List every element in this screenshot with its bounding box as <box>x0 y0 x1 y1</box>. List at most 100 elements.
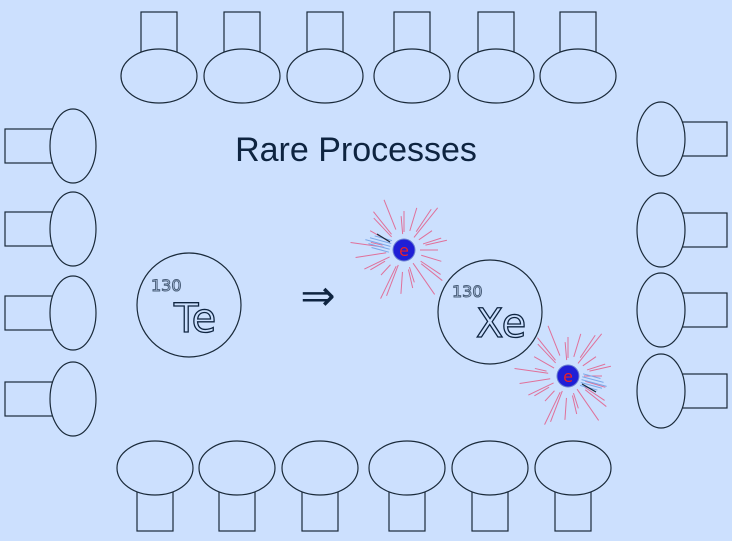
detector-bulb <box>203 48 281 104</box>
radiation-ray <box>528 382 554 396</box>
detector-bulb <box>534 440 612 496</box>
radiation-ray <box>370 241 383 246</box>
radiation-ray <box>413 207 439 238</box>
trail-streak <box>582 376 604 383</box>
radiation-ray <box>380 266 397 299</box>
detector-element <box>539 11 617 104</box>
detector-bulb <box>49 361 97 437</box>
radiation-ray <box>420 260 441 275</box>
radiation-ray <box>383 199 397 230</box>
radiation-ray <box>550 390 563 422</box>
detector-element <box>451 440 529 532</box>
electron-upper-dot <box>392 238 416 262</box>
radiation-ray <box>373 217 392 238</box>
daughter-nucleus-circle <box>437 259 543 365</box>
radiation-ray <box>544 392 561 425</box>
radiation-ray <box>579 334 596 358</box>
detector-element <box>116 440 194 532</box>
detector-bulb <box>373 48 451 104</box>
detector-element <box>534 440 612 532</box>
detector-element <box>636 192 728 268</box>
radiation-ray <box>571 395 578 415</box>
radiation-ray <box>415 208 432 232</box>
detector-element <box>4 108 97 184</box>
detector-element <box>457 11 535 104</box>
detector-bulb <box>539 48 617 104</box>
detector-bulb <box>49 191 97 267</box>
detector-element <box>203 11 281 104</box>
detector-bulb <box>281 440 359 496</box>
detector-bulb <box>120 48 198 104</box>
detector-element <box>4 275 97 351</box>
trail-streak <box>368 243 390 250</box>
radiation-ray <box>380 264 391 276</box>
radiation-ray <box>584 389 607 407</box>
detector-element <box>286 11 364 104</box>
radiation-ray <box>584 386 605 401</box>
parent-nucleus-circle <box>136 252 242 358</box>
trail-streak <box>369 237 392 244</box>
electron-lower-direction <box>581 383 597 393</box>
trail-streak <box>580 382 603 389</box>
parent-nucleus: 130 Te <box>136 252 242 358</box>
electron-lower-label: e <box>563 367 573 386</box>
radiation-ray <box>408 266 415 283</box>
trail-streak <box>371 247 390 253</box>
electron-lower-dot <box>556 364 580 388</box>
radiation-ray <box>537 343 556 364</box>
radiation-ray <box>534 367 547 372</box>
detector-bulb <box>116 440 194 496</box>
radiation-ray <box>386 264 399 296</box>
detector-bulb <box>198 440 276 496</box>
detector-element <box>198 440 276 532</box>
radiation-ray <box>564 397 567 420</box>
radiation-ray <box>418 230 433 241</box>
detector-bulb <box>49 108 97 184</box>
parent-symbol: Te <box>173 296 216 342</box>
diagram-title: Rare Processes <box>235 131 477 169</box>
radiation-ray <box>573 333 582 358</box>
detector-element <box>281 440 359 532</box>
daughter-symbol: Xe <box>476 301 526 347</box>
detector-bulb <box>49 275 97 351</box>
detector-bulb <box>457 48 535 104</box>
electron-upper-direction <box>376 233 391 243</box>
radiation-ray <box>576 388 600 421</box>
electron-lower: e <box>514 325 612 425</box>
radiation-ray <box>564 342 568 361</box>
daughter-mass-number: 130 <box>452 282 483 301</box>
detector-element <box>4 191 97 267</box>
radiation-ray <box>425 239 448 246</box>
radiation-ray <box>533 356 555 369</box>
radiation-ray <box>409 207 418 232</box>
radiation-ray <box>544 390 555 402</box>
radiation-ray <box>420 263 443 281</box>
detector-bulb <box>636 272 686 348</box>
radiation-ray <box>400 216 404 235</box>
radiation-ray <box>572 392 579 409</box>
radiation-ray <box>514 367 549 374</box>
electron-lower-rays <box>514 325 612 425</box>
detector-bulb <box>368 440 446 496</box>
detector-bulb <box>636 101 686 177</box>
detector-element <box>636 272 728 348</box>
radiation-ray <box>585 380 606 388</box>
radiation-ray <box>400 271 403 294</box>
radiation-ray <box>534 386 550 397</box>
radiation-ray <box>355 252 387 259</box>
trail-streak <box>365 239 391 247</box>
radiation-ray <box>582 356 597 367</box>
radiation-ray <box>412 262 436 295</box>
detector-bulb <box>636 353 686 429</box>
radiation-ray <box>364 256 390 270</box>
radiation-ray <box>537 337 556 361</box>
detector-element <box>368 440 446 532</box>
radiation-ray <box>589 365 612 372</box>
radiation-ray <box>370 260 386 271</box>
detector-element <box>636 353 728 429</box>
radiation-ray <box>577 333 603 364</box>
detector-ring <box>4 11 728 532</box>
electron-upper-label: e <box>399 241 409 260</box>
detector-bulb <box>286 48 364 104</box>
